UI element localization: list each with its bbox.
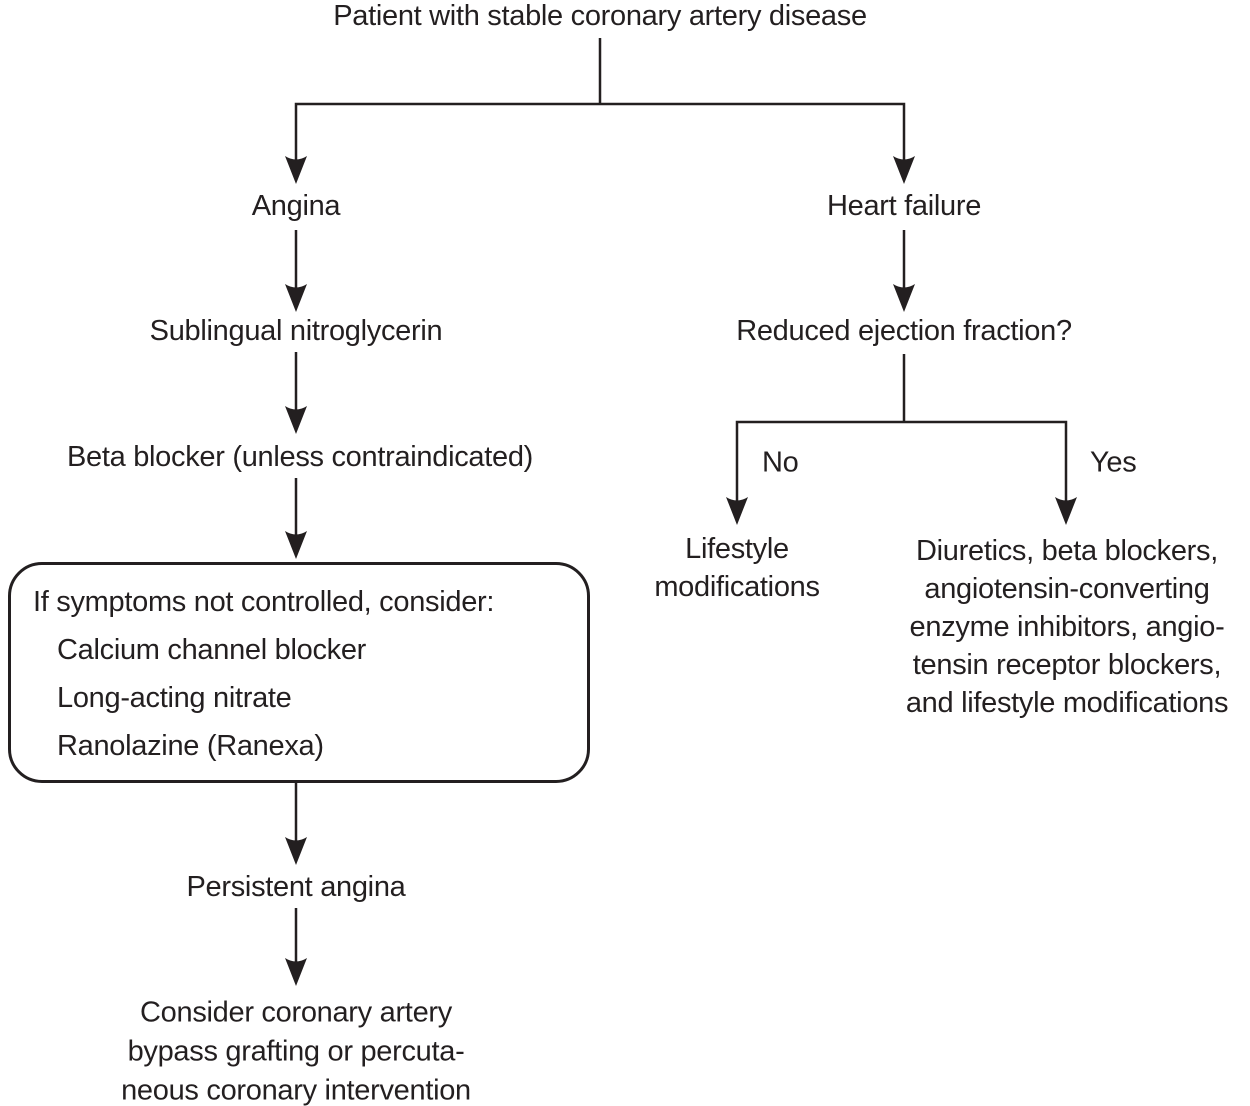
arrowhead-to-sublingual <box>285 284 307 312</box>
revascularization-line: Consider coronary artery <box>140 996 452 1029</box>
arrowhead-to-angina <box>285 156 307 184</box>
node-revascularization: Consider coronary artery bypass grafting… <box>121 994 471 1106</box>
consider-box-header: If symptoms not controlled, consider: <box>33 586 495 618</box>
arrowhead-to-box <box>285 531 307 559</box>
consider-box-item: Long-acting nitrate <box>57 682 292 714</box>
lifestyle-line: Lifestyle <box>685 533 789 565</box>
arrowhead-to-beta <box>285 406 307 434</box>
arrowhead-to-lifestyle <box>726 497 748 525</box>
consider-box-item: Calcium channel blocker <box>57 634 367 666</box>
revascularization-line: neous coronary intervention <box>121 1074 471 1106</box>
hf-treatment-line: tensin receptor blockers, <box>912 649 1222 681</box>
branch-label-no: No <box>762 446 799 479</box>
consider-box-item: Ranolazine (Ranexa) <box>57 730 324 762</box>
node-consider-box: If symptoms not controlled, consider: Ca… <box>8 562 590 783</box>
node-lifestyle-modifications: Lifestyle modifications <box>654 530 820 606</box>
connector-top-split <box>294 102 906 162</box>
revascularization-line: bypass grafting or percuta- <box>127 1035 465 1068</box>
connector-noyes-split <box>735 420 1068 503</box>
hf-treatment-line: enzyme inhibitors, angio- <box>909 611 1225 643</box>
node-beta-blocker: Beta blocker (unless contraindicated) <box>66 441 534 473</box>
node-persistent-angina: Persistent angina <box>186 871 406 903</box>
node-angina: Angina <box>251 190 341 222</box>
node-title: Patient with stable coronary artery dise… <box>333 0 867 32</box>
arrowhead-to-persistent <box>285 837 307 865</box>
arrowhead-to-heart-failure <box>893 156 915 184</box>
node-sublingual-nitroglycerin: Sublingual nitroglycerin <box>149 315 443 347</box>
arrowhead-to-hf-treatment <box>1055 497 1077 525</box>
node-hf-treatment: Diuretics, beta blockers, angiotensin-co… <box>905 532 1229 722</box>
arrowhead-to-ef <box>893 284 915 312</box>
node-heart-failure: Heart failure <box>826 190 982 222</box>
arrowhead-to-revasc <box>285 958 307 986</box>
hf-treatment-line: Diuretics, beta blockers, <box>916 535 1218 567</box>
branch-label-yes: Yes <box>1090 446 1137 479</box>
hf-treatment-line: angiotensin-converting <box>924 573 1210 605</box>
lifestyle-line: modifications <box>654 571 820 603</box>
hf-treatment-line: and lifestyle modifications <box>905 687 1229 719</box>
node-reduced-ejection-fraction: Reduced ejection fraction? <box>736 315 1072 347</box>
